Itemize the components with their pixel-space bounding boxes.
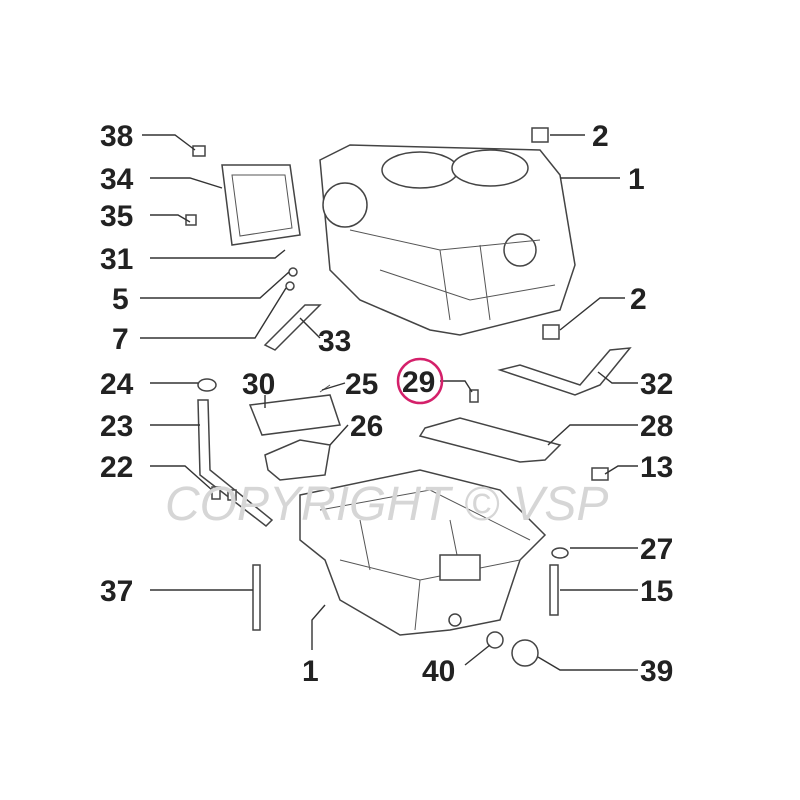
callout-24[interactable]: 24 <box>100 368 134 401</box>
callout-28[interactable]: 28 <box>640 410 673 443</box>
highlight-circle <box>396 357 444 405</box>
callout-2-lower[interactable]: 2 <box>630 283 647 316</box>
callout-5[interactable]: 5 <box>112 283 129 316</box>
callout-7[interactable]: 7 <box>112 323 129 356</box>
callout-37[interactable]: 37 <box>100 575 133 608</box>
callout-29[interactable]: 29 <box>402 366 435 399</box>
small-parts <box>185 127 632 667</box>
callout-38[interactable]: 38 <box>100 120 133 153</box>
callout-30[interactable]: 30 <box>242 368 275 401</box>
callout-labels[interactable]: 38 34 35 31 5 7 24 23 22 37 2 1 2 33 30 … <box>100 120 673 688</box>
callout-22[interactable]: 22 <box>100 451 133 484</box>
callout-32[interactable]: 32 <box>640 368 673 401</box>
callout-31[interactable]: 31 <box>100 243 133 276</box>
callout-15[interactable]: 15 <box>640 575 673 608</box>
oil-pan <box>299 469 547 636</box>
callout-34[interactable]: 34 <box>100 163 134 196</box>
callout-35[interactable]: 35 <box>100 200 133 233</box>
callout-39[interactable]: 39 <box>640 655 673 688</box>
engine-block <box>319 144 576 336</box>
callout-25[interactable]: 25 <box>345 368 378 401</box>
callout-1-pan[interactable]: 1 <box>302 655 319 688</box>
callout-23[interactable]: 23 <box>100 410 133 443</box>
callout-26[interactable]: 26 <box>350 410 383 443</box>
callout-27[interactable]: 27 <box>640 533 673 566</box>
leader-lines <box>140 134 638 671</box>
callout-1-block[interactable]: 1 <box>628 163 645 196</box>
callout-40[interactable]: 40 <box>422 655 455 688</box>
callout-33[interactable]: 33 <box>318 325 351 358</box>
callout-13[interactable]: 13 <box>640 451 673 484</box>
callout-2-top[interactable]: 2 <box>592 120 609 153</box>
